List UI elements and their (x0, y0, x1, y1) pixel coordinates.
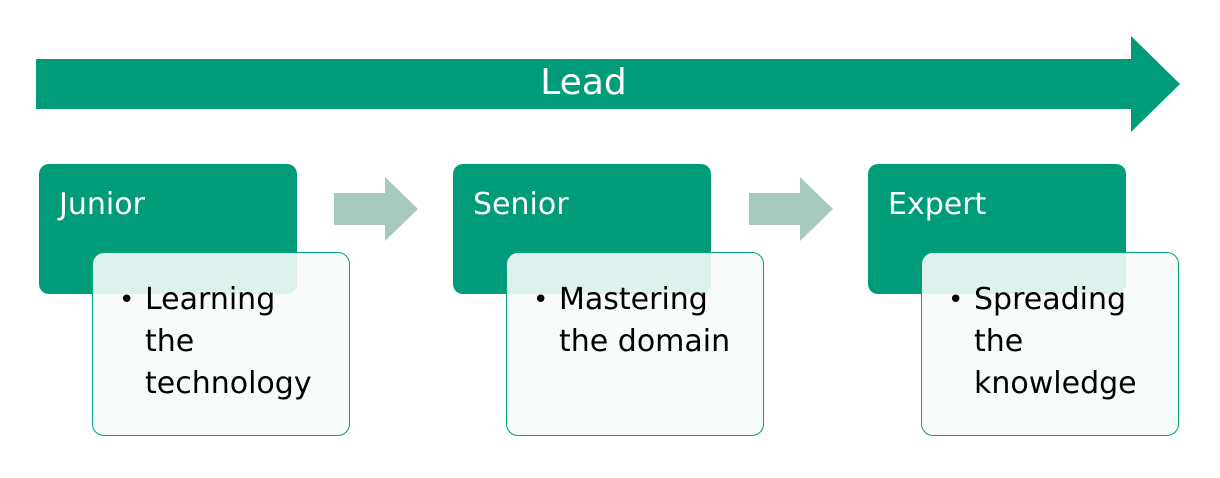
bullet-item: • Spreading the knowledge (948, 279, 1164, 405)
bullet-icon: • (533, 285, 549, 315)
bullet-icon: • (119, 285, 135, 315)
stage-expert: Expert • Spreading the knowledge (868, 164, 1180, 438)
stage-junior: Junior • Learning the technology (39, 164, 351, 438)
stage-body: • Mastering the domain (506, 252, 764, 436)
bullet-icon: • (948, 285, 964, 315)
connector-arrow-2 (749, 177, 833, 241)
lead-arrow-shape (36, 36, 1180, 132)
lead-arrow (36, 36, 1180, 132)
stage-header: Senior (453, 164, 711, 294)
stage-title: Senior (473, 187, 569, 222)
right-arrow-icon (334, 177, 418, 241)
stage-title: Expert (888, 187, 987, 222)
bullet-text: Mastering the domain (559, 282, 731, 359)
bullet-text: Spreading the knowledge (974, 282, 1137, 401)
stage-body: • Learning the technology (92, 252, 350, 436)
connector-arrow-1 (334, 177, 418, 241)
bullet-text: Learning the technology (145, 282, 312, 401)
bullet-item: • Learning the technology (119, 279, 335, 405)
stage-body: • Spreading the knowledge (921, 252, 1179, 436)
bullet-item: • Mastering the domain (533, 279, 749, 363)
lead-label: Lead (540, 62, 627, 103)
stage-senior: Senior • Mastering the domain (453, 164, 765, 438)
stage-title: Junior (59, 187, 145, 222)
right-arrow-icon (749, 177, 833, 241)
